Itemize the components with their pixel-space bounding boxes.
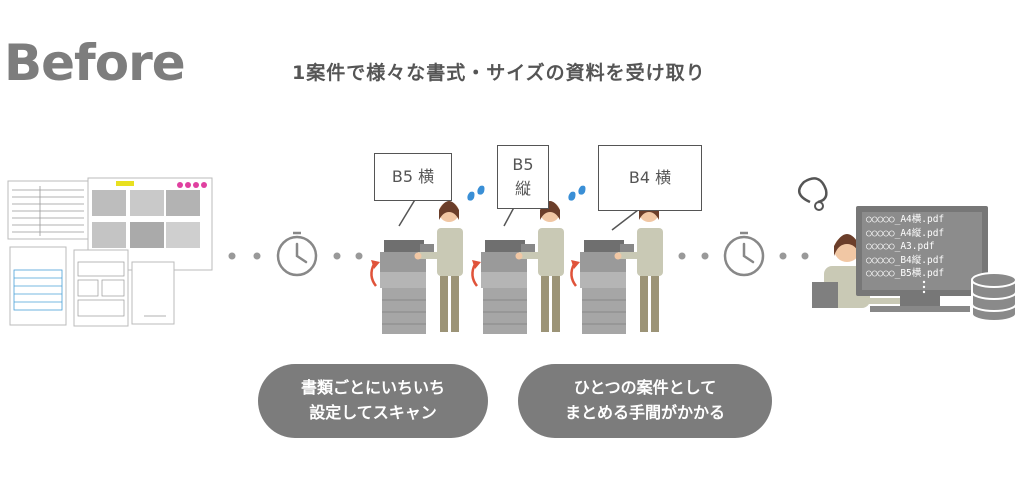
bubble-label: B4 横 [628, 168, 672, 187]
page-subtitle: 1案件で様々な書式・サイズの資料を受け取り [292, 62, 706, 84]
page-title: Before [4, 34, 186, 92]
file-item: ○○○○○_A4横.pdf [866, 214, 945, 225]
pill-text: ひとつの案件として [573, 378, 717, 398]
file-list: ○○○○○_A4横.pdf ○○○○○_A4縦.pdf ○○○○○_A3.pdf… [866, 213, 944, 281]
bubble-label: B5 [512, 155, 534, 174]
pill-text: まとめる手間がかかる [564, 403, 725, 422]
database-icon [971, 272, 1017, 322]
monitor-icon [856, 206, 988, 312]
pill-text: 設定してスキャン [309, 403, 437, 422]
paper-size-bubble: B4 横 [598, 145, 702, 211]
file-item: ○○○○○_B5横.pdf [866, 268, 945, 280]
clock-icon [723, 231, 765, 277]
bubble-label: 縦 [514, 179, 531, 198]
file-item: ○○○○○_A4縦.pdf [866, 227, 945, 239]
flow-dots [228, 252, 809, 260]
paper-size-bubble: B5 縦 [497, 145, 549, 209]
copier-worker-unit [370, 185, 485, 334]
issue-pill-merge-effort: ひとつの案件として まとめる手間がかかる [518, 364, 772, 438]
clock-icon [276, 231, 318, 277]
issue-pill-scan-settings: 書類ごとにいちいち 設定してスキャン [258, 364, 488, 438]
documents-icon [7, 177, 213, 327]
pill-text: 書類ごとにいちいち [300, 378, 445, 398]
paper-size-bubble: B5 横 [374, 153, 452, 201]
bubble-label: B5 横 [391, 167, 435, 186]
file-item: ○○○○○_B4縦.pdf [866, 254, 945, 266]
file-item: ○○○○○_A3.pdf [866, 241, 935, 253]
